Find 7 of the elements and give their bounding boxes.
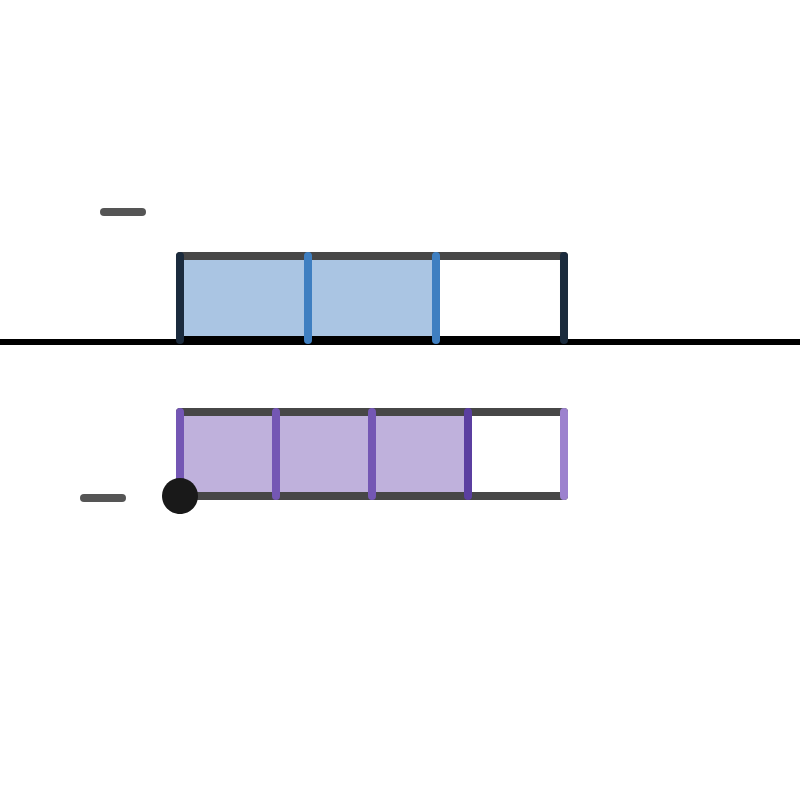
bar-cell	[272, 408, 376, 500]
bar-cell	[432, 252, 568, 344]
bar-cell	[176, 252, 312, 344]
bar-cell	[304, 252, 440, 344]
bar-cell	[464, 408, 568, 500]
bar-cell	[176, 408, 280, 500]
bar-cell	[368, 408, 472, 500]
